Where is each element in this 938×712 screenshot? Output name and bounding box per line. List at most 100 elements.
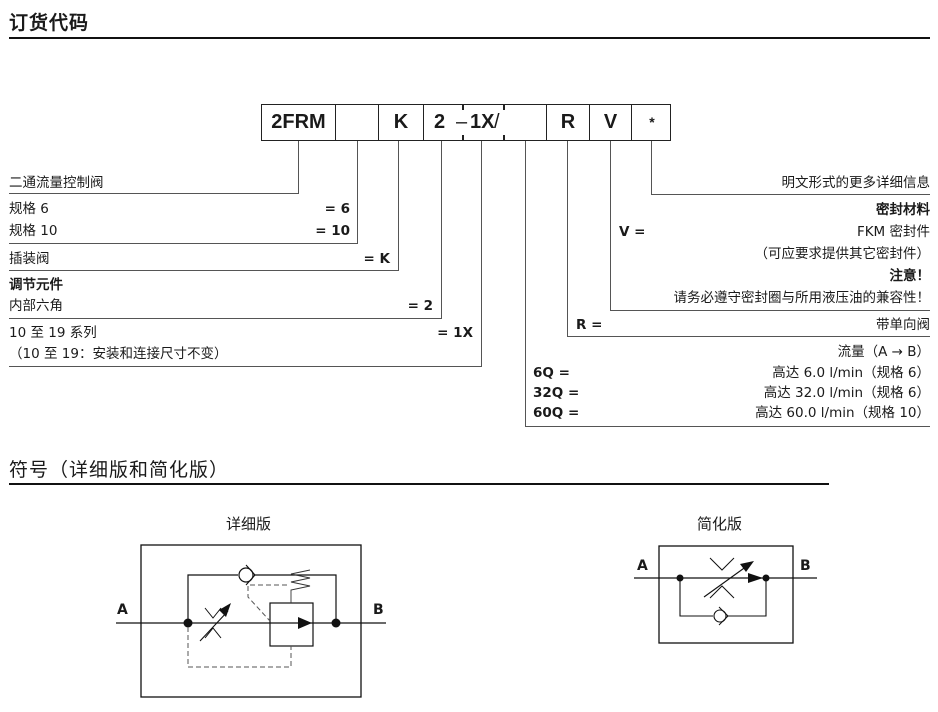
flow-arrow-icon bbox=[298, 617, 312, 629]
connector-line bbox=[9, 270, 399, 271]
connector-line bbox=[481, 141, 482, 367]
throttle-icon bbox=[204, 627, 222, 639]
connector-line bbox=[9, 243, 358, 244]
cartridge-code: = K bbox=[363, 251, 390, 267]
series-label: 10 至 19 系列 bbox=[9, 325, 97, 341]
connector-line bbox=[567, 336, 930, 337]
code-adjust: 2 bbox=[434, 111, 446, 133]
code-cell-2frm: 2FRM bbox=[271, 111, 326, 133]
size10-code: = 10 bbox=[315, 223, 350, 239]
connector-line bbox=[610, 141, 611, 311]
simplified-port-b: B bbox=[800, 558, 811, 574]
flow-32q-code: 32Q = bbox=[533, 385, 580, 401]
attention-text: 请务必遵守密封圈与所用液压油的兼容性！ bbox=[673, 290, 931, 306]
flow-arrow-icon bbox=[748, 573, 763, 583]
check-valve-code: R = bbox=[576, 317, 603, 333]
adjust-label: 内部六角 bbox=[9, 298, 63, 314]
check-valve-icon bbox=[713, 609, 727, 623]
check-valve-label: 带单向阀 bbox=[876, 317, 930, 333]
flow-32q-label: 高达 32.0 l/min（规格 6） bbox=[763, 385, 930, 401]
flow-6q-label: 高达 6.0 l/min（规格 6） bbox=[772, 365, 930, 381]
flow-60q-label: 高达 60.0 l/min（规格 10） bbox=[755, 405, 930, 421]
simplified-hydraulic-symbol bbox=[634, 545, 817, 644]
code-slash: / bbox=[494, 111, 500, 133]
pilot-line bbox=[187, 627, 292, 668]
cartridge-label: 插装阀 bbox=[9, 251, 50, 267]
detailed-hydraulic-symbol bbox=[116, 544, 386, 698]
attention-heading: 注意！ bbox=[889, 268, 931, 284]
more-info-label: 明文形式的更多详细信息 bbox=[781, 175, 931, 191]
adjust-arrow-line bbox=[703, 565, 748, 598]
connector-line bbox=[398, 141, 399, 271]
adjust-arrow-head bbox=[219, 603, 231, 617]
code-dash: – bbox=[456, 111, 468, 133]
bypass-line bbox=[679, 578, 713, 617]
flow-60q-code: 60Q = bbox=[533, 405, 580, 421]
code-cell-k: K bbox=[378, 105, 423, 140]
connector-line bbox=[567, 141, 568, 337]
order-code-title: 订货代码 bbox=[9, 12, 90, 34]
bypass-line bbox=[727, 578, 767, 617]
detailed-port-b: B bbox=[373, 602, 384, 618]
tick bbox=[462, 135, 464, 141]
tick bbox=[503, 135, 505, 141]
code-series: 1X bbox=[470, 111, 495, 133]
tick bbox=[503, 104, 505, 110]
check-valve-icon bbox=[238, 567, 254, 583]
connector-line bbox=[525, 141, 526, 427]
code-cell-r: R bbox=[546, 105, 589, 140]
connector-line bbox=[9, 193, 299, 194]
code-cell-v: V bbox=[589, 105, 631, 140]
adjust-code: = 2 bbox=[407, 298, 433, 314]
type-label: 二通流量控制阀 bbox=[9, 175, 104, 191]
bypass-line bbox=[254, 574, 337, 623]
simplified-port-a: A bbox=[637, 558, 648, 574]
series-note: （10 至 19：安装和连接尺寸不变） bbox=[9, 346, 228, 362]
connector-line bbox=[651, 141, 652, 195]
detailed-port-a: A bbox=[117, 602, 128, 618]
symbols-title-rule bbox=[9, 483, 829, 485]
connector-line bbox=[651, 194, 930, 195]
seal-v-code: V = bbox=[619, 224, 646, 240]
bypass-line bbox=[187, 574, 238, 623]
size6-code: = 6 bbox=[324, 201, 350, 217]
connector-line bbox=[9, 318, 442, 319]
check-valve-seat bbox=[718, 606, 729, 626]
connector-line bbox=[610, 310, 930, 311]
check-valve-seat bbox=[245, 564, 256, 586]
junction-dot bbox=[331, 618, 341, 628]
connector-line bbox=[9, 366, 482, 367]
throttle-icon bbox=[709, 585, 735, 599]
simplified-symbol-title: 简化版 bbox=[697, 515, 743, 533]
size6-label: 规格 6 bbox=[9, 201, 49, 217]
order-code-box: 2FRM K 2 – 1X / R V * bbox=[261, 104, 671, 141]
code-cell-star: * bbox=[631, 105, 672, 140]
seal-note: （可应要求提供其它密封件） bbox=[754, 246, 931, 262]
symbols-title: 符号（详细版和简化版） bbox=[9, 459, 230, 481]
detailed-symbol-title: 详细版 bbox=[226, 515, 272, 533]
series-code: = 1X bbox=[437, 325, 473, 341]
size10-label: 规格 10 bbox=[9, 223, 58, 239]
connector-line bbox=[357, 141, 358, 244]
adjust-heading: 调节元件 bbox=[9, 277, 63, 293]
seal-heading: 密封材料 bbox=[876, 202, 930, 218]
pilot-line bbox=[247, 584, 287, 622]
spring-icon bbox=[290, 569, 311, 603]
flow-6q-code: 6Q = bbox=[533, 365, 570, 381]
flow-heading: 流量（A → B） bbox=[837, 344, 930, 360]
connector-line bbox=[298, 141, 299, 194]
seal-v-label: FKM 密封件 bbox=[856, 224, 930, 240]
adjust-arrow-line bbox=[199, 610, 229, 642]
connector-line bbox=[525, 426, 930, 427]
valve-enclosure bbox=[140, 544, 362, 698]
adjust-arrow-head bbox=[740, 561, 754, 572]
title-rule bbox=[9, 37, 930, 39]
connector-line bbox=[441, 141, 442, 319]
code-cell-adjust-series: 2 – 1X / bbox=[423, 104, 546, 141]
code-cell-size bbox=[335, 105, 378, 140]
throttle-icon bbox=[709, 557, 735, 571]
tick bbox=[462, 104, 464, 110]
valve-enclosure bbox=[658, 545, 794, 644]
throttle-icon bbox=[204, 607, 222, 619]
junction-dot bbox=[183, 618, 193, 628]
